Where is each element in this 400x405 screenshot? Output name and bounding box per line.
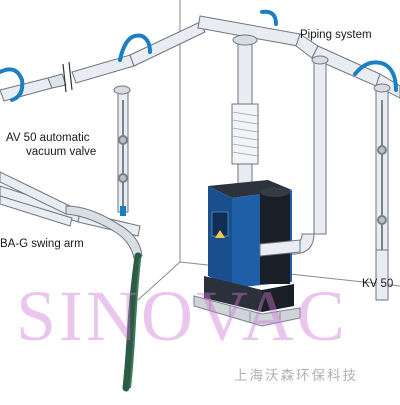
av50-valve-label-line1: AV 50 automatic	[6, 132, 90, 144]
brand-watermark: SINOVAC	[16, 276, 348, 356]
pipe-elbows	[113, 34, 391, 95]
kv50-label: KV 50	[362, 278, 394, 290]
swing-arm	[0, 171, 143, 392]
kv50-pipe	[375, 249, 389, 301]
vacuum-unit	[193, 180, 301, 327]
pipe-break-symbol	[62, 61, 73, 93]
company-watermark: 上海沃森环保科技	[234, 368, 358, 384]
blue-hoses	[0, 9, 398, 102]
unit-inlet-pipe	[259, 239, 301, 257]
separator-filter	[231, 103, 259, 165]
wall-drops	[118, 100, 387, 250]
piping-system-label: Piping system	[300, 29, 372, 41]
swing-arm-label: BA-G swing arm	[0, 238, 84, 250]
av50-valve-label-line2: vacuum valve	[26, 146, 97, 158]
